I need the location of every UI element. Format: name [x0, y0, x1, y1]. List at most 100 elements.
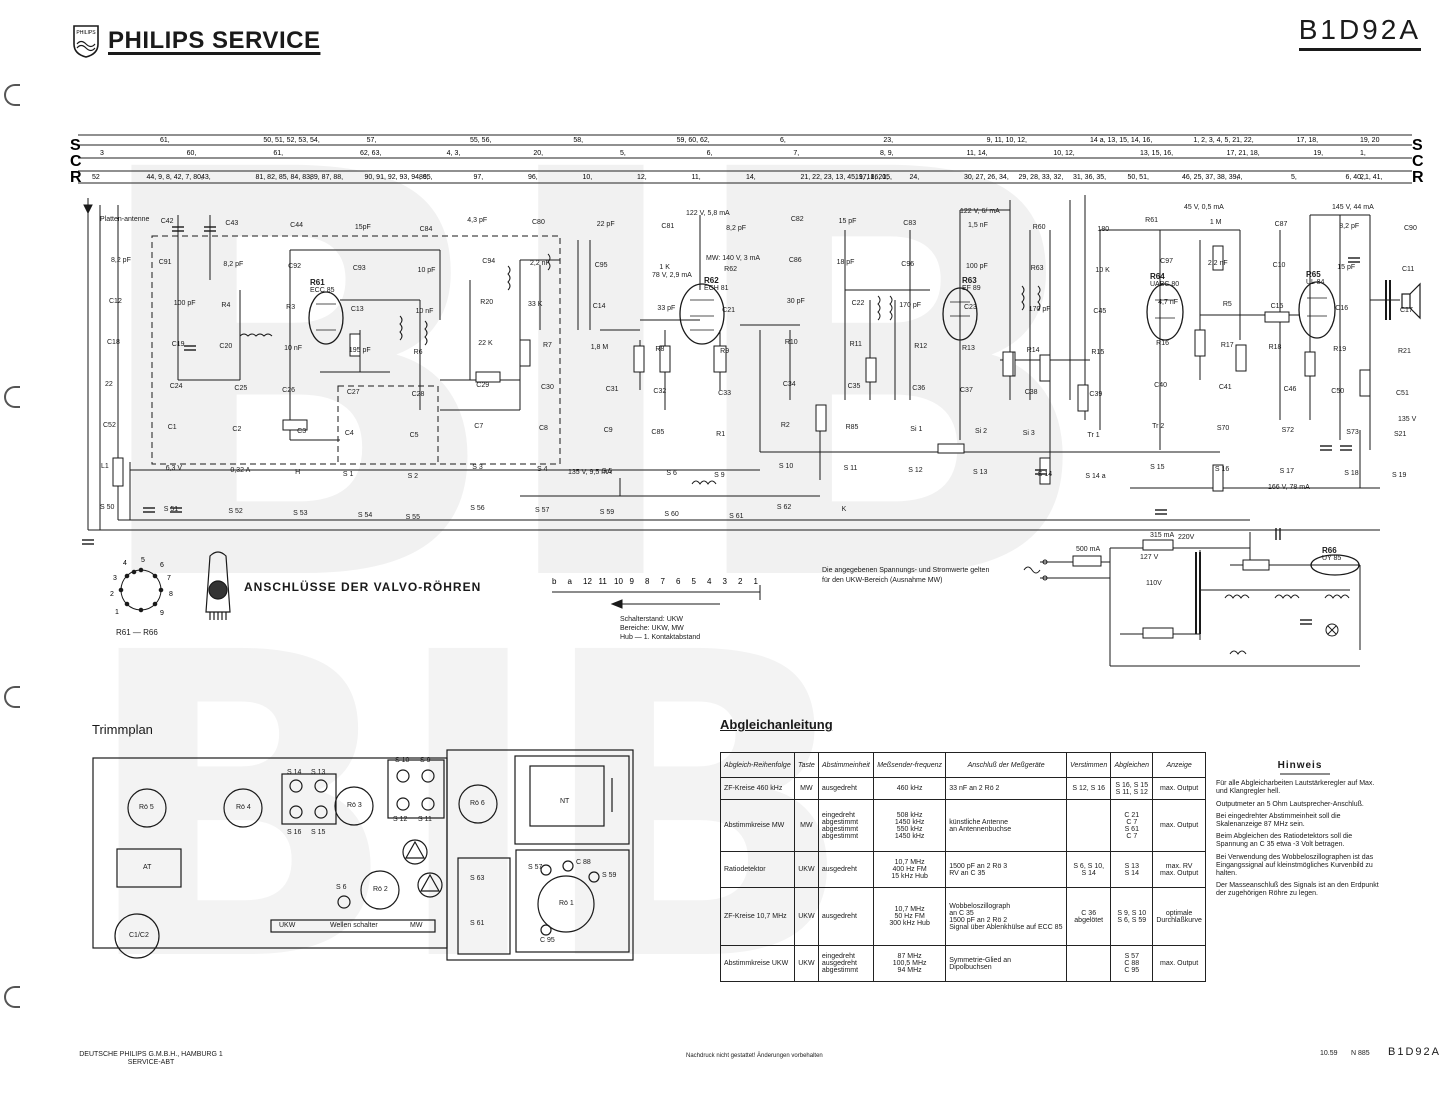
component-label: 170 pF — [1028, 306, 1051, 314]
component-label: 1,5 nF — [968, 221, 988, 229]
ruler-reference: 5, — [620, 150, 626, 157]
trimmplan-part-label: S 15 — [311, 829, 326, 836]
component-label: C83 — [903, 219, 917, 227]
cell-line: UKW — [798, 960, 815, 967]
component-label: C38 — [1024, 388, 1038, 396]
component-label: C93 — [352, 264, 366, 272]
ruler-reference: 43, — [201, 174, 211, 181]
component-label: 195 pF — [348, 347, 371, 355]
component-label: C16 — [1335, 305, 1349, 313]
component-label: C31 — [605, 385, 619, 393]
cell-line: RV an C 35 — [949, 869, 986, 877]
component-label: S70 — [1216, 424, 1230, 432]
switch-position-label: 7 — [661, 577, 666, 586]
voltage-label: MW: 140 V, 3 mA — [706, 255, 761, 262]
tube-type-label: UL 84 — [1306, 279, 1325, 286]
cell-line: MW — [800, 785, 813, 792]
component-label: C87 — [1274, 220, 1288, 228]
transformers — [1195, 280, 1391, 634]
table-cell: S 12, S 16 — [1066, 777, 1112, 800]
ruler-reference: 44, 9, 8, 42, 7, 80, — [147, 174, 203, 181]
component-label: 15 pF — [1337, 263, 1356, 271]
cell-line: ZF-Kreise 10,7 MHz — [724, 913, 787, 920]
table-cell: max. Output — [1152, 777, 1206, 800]
component-label: C18 — [107, 339, 120, 347]
component-label: 22 — [105, 380, 113, 388]
ruler-reference: 23, — [883, 137, 893, 144]
trimmplan-part-label: Rö 5 — [139, 804, 154, 811]
cell-line: 508 kHz — [896, 811, 923, 819]
component-label: S 3 — [472, 464, 483, 472]
ruler-reference: 6, — [780, 137, 786, 144]
component-label: C96 — [901, 260, 915, 268]
ruler-reference: 4, 3, — [447, 150, 461, 157]
component-label: C21 — [722, 307, 735, 315]
ruler-reference: 97, — [474, 174, 484, 181]
column-header: Meßsender-frequenz — [873, 752, 947, 778]
component-label: C10 — [1272, 261, 1286, 269]
component-label: R63 — [1030, 264, 1044, 272]
component-label: C37 — [960, 386, 973, 394]
company-line: DEUTSCHE PHILIPS G.M.B.H., HAMBURG 1 — [79, 1051, 223, 1058]
component-label: 22 K — [478, 340, 493, 348]
component-label: Si 1 — [910, 425, 923, 433]
component-label: S 4 — [537, 466, 548, 474]
trimmplan-part-label: S 63 — [470, 875, 485, 882]
trimmplan-title: Trimmplan — [92, 722, 153, 737]
component-label: 8,2 pF — [223, 260, 244, 268]
tube-type-label: UY 85 — [1322, 555, 1342, 562]
component-label: S 56 — [470, 505, 485, 513]
tube-ref-label: R65 — [1306, 270, 1321, 279]
cell-line: ausgedreht — [821, 866, 857, 873]
component-label: 4,7 nF — [1158, 299, 1178, 307]
component-label: C24 — [169, 382, 183, 390]
component-label: 15 pF — [838, 217, 857, 225]
pin-label: 8 — [169, 591, 173, 598]
svg-text:PHILIPS: PHILIPS — [76, 30, 96, 36]
trimmplan-part-label: S 59 — [602, 872, 617, 879]
cell-line: an Antennenbuchse — [949, 825, 1012, 833]
cell-line: 1450 kHz — [894, 818, 925, 826]
tube-ref-label: R62 — [704, 276, 719, 285]
trimmplan-part-label: Rö 3 — [347, 802, 362, 809]
component-label: S 62 — [776, 504, 792, 512]
pin-label: 4 — [123, 560, 127, 567]
resistors — [112, 245, 1371, 571]
component-label: S 54 — [357, 512, 373, 520]
component-label: S 59 — [599, 509, 615, 517]
ruler-reference: 19, 20 — [1360, 137, 1380, 144]
cell-line: max. Output — [1160, 960, 1199, 967]
cell-line: 400 Hz FM — [892, 866, 927, 873]
component-label: R16 — [1156, 340, 1169, 348]
pilot-lamp-icon — [1325, 623, 1339, 637]
switch-position-label: 1 — [754, 577, 759, 586]
component-label: 8,2 pF — [1339, 222, 1360, 230]
component-label: C81 — [661, 222, 675, 230]
cell-line: abgestimmt — [821, 818, 859, 826]
pin-label: 6 — [160, 562, 164, 569]
ruler-row-label: C — [70, 153, 82, 170]
ruler-reference: 17, 18, — [1297, 137, 1318, 144]
cell-line: 460 kHz — [896, 785, 923, 792]
column-header: Abgleichen — [1110, 752, 1154, 778]
cell-line: S 6, S 59 — [1117, 916, 1147, 924]
component-label: C41 — [1218, 383, 1232, 391]
cell-line: 1500 pF an 2 Rö 3 — [949, 862, 1008, 870]
ruler-reference: 3 — [100, 150, 104, 157]
switch-note: Hub — 1. Kontaktabstand — [620, 634, 701, 641]
table-cell: MW — [793, 799, 819, 852]
ruler-reference: 31, 36, 35, — [1073, 174, 1106, 181]
component-label: S 19 — [1392, 472, 1407, 480]
switch-position-label: 3 — [723, 577, 728, 586]
component-label: Tr 1 — [1087, 431, 1100, 439]
component-label: 100 pF — [173, 300, 196, 308]
component-label: C91 — [158, 258, 172, 266]
component-label: Si 2 — [975, 427, 988, 435]
component-label: C8 — [539, 424, 548, 432]
voltage-label: 122 V, 6/ mA — [960, 208, 1000, 215]
